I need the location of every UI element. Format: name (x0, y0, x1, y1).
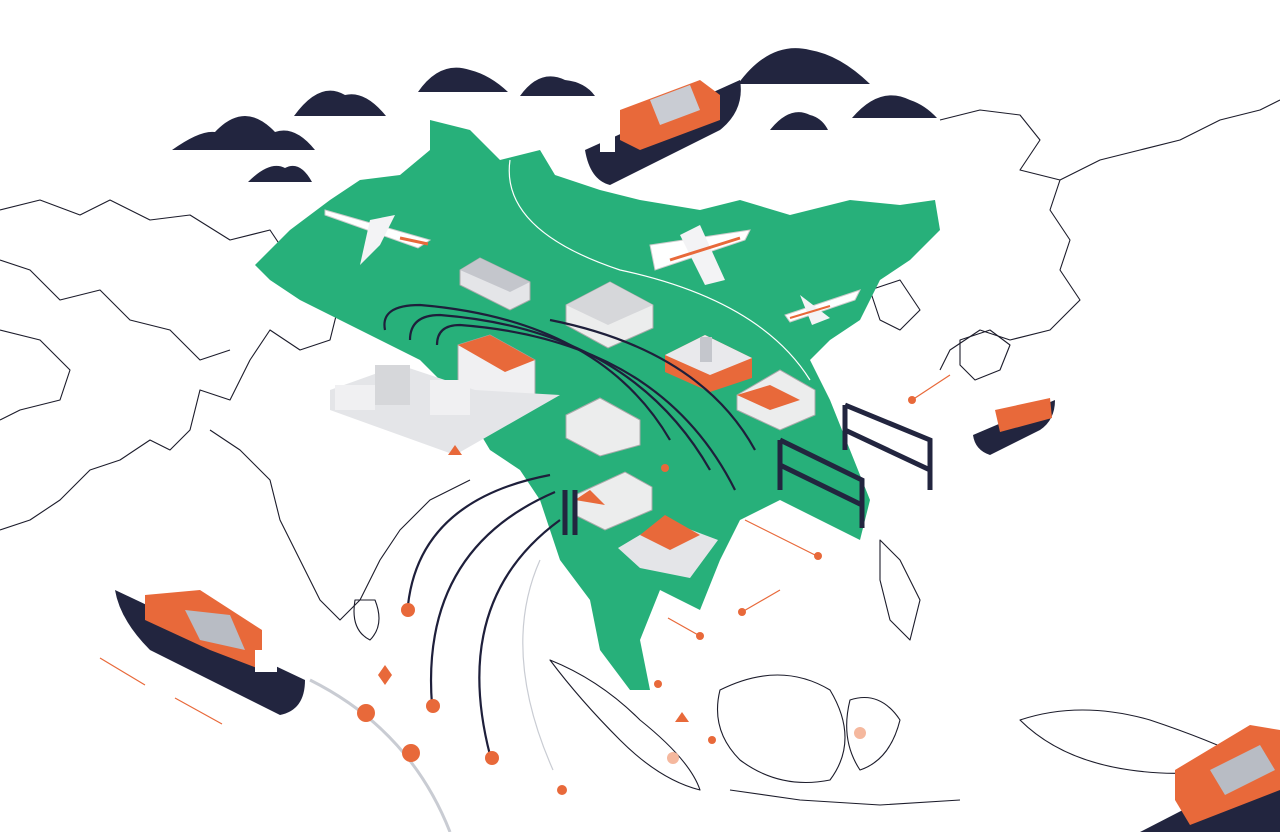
cloud-icon (852, 95, 937, 118)
cargo-ship-icon (973, 398, 1055, 455)
warehouse-icon (330, 365, 560, 455)
cargo-ship-icon (115, 590, 305, 715)
warehouse-icon (565, 281, 654, 349)
route-arrow-icon (408, 313, 711, 471)
cloud-icon (520, 76, 595, 96)
factory-icon (665, 335, 752, 392)
clouds (172, 48, 937, 182)
route-arrow-icon (429, 490, 556, 706)
airplane-icon (649, 225, 751, 285)
map-pin-markers (99, 374, 951, 795)
route-arrow-icon (478, 519, 561, 756)
cargo-ship-icon (1140, 725, 1280, 832)
buildings (330, 257, 816, 578)
airplane-icon (784, 289, 861, 325)
route-arrow-icon (406, 473, 551, 606)
cloud-icon (294, 90, 386, 116)
warehouse-icon (574, 471, 653, 531)
route-arrow-icon (435, 323, 736, 491)
cloud-icon (738, 48, 870, 84)
cargo-ship-icon (585, 80, 741, 185)
cloud-icon (172, 116, 315, 150)
factory-icon (618, 515, 718, 578)
warehouse-icon (736, 369, 816, 431)
map-outlines (0, 99, 1280, 806)
cloud-icon (770, 112, 828, 130)
warehouse-icon (459, 257, 531, 311)
airplane-icon (324, 209, 432, 265)
route-arrow-icon (383, 303, 671, 441)
route-arrows (309, 159, 811, 832)
cloud-icon (418, 67, 508, 92)
gantry-crane-icon (562, 402, 933, 535)
warehouse-icon (565, 397, 641, 457)
cloud-icon (248, 165, 312, 182)
route-arrow-icon (549, 318, 756, 451)
